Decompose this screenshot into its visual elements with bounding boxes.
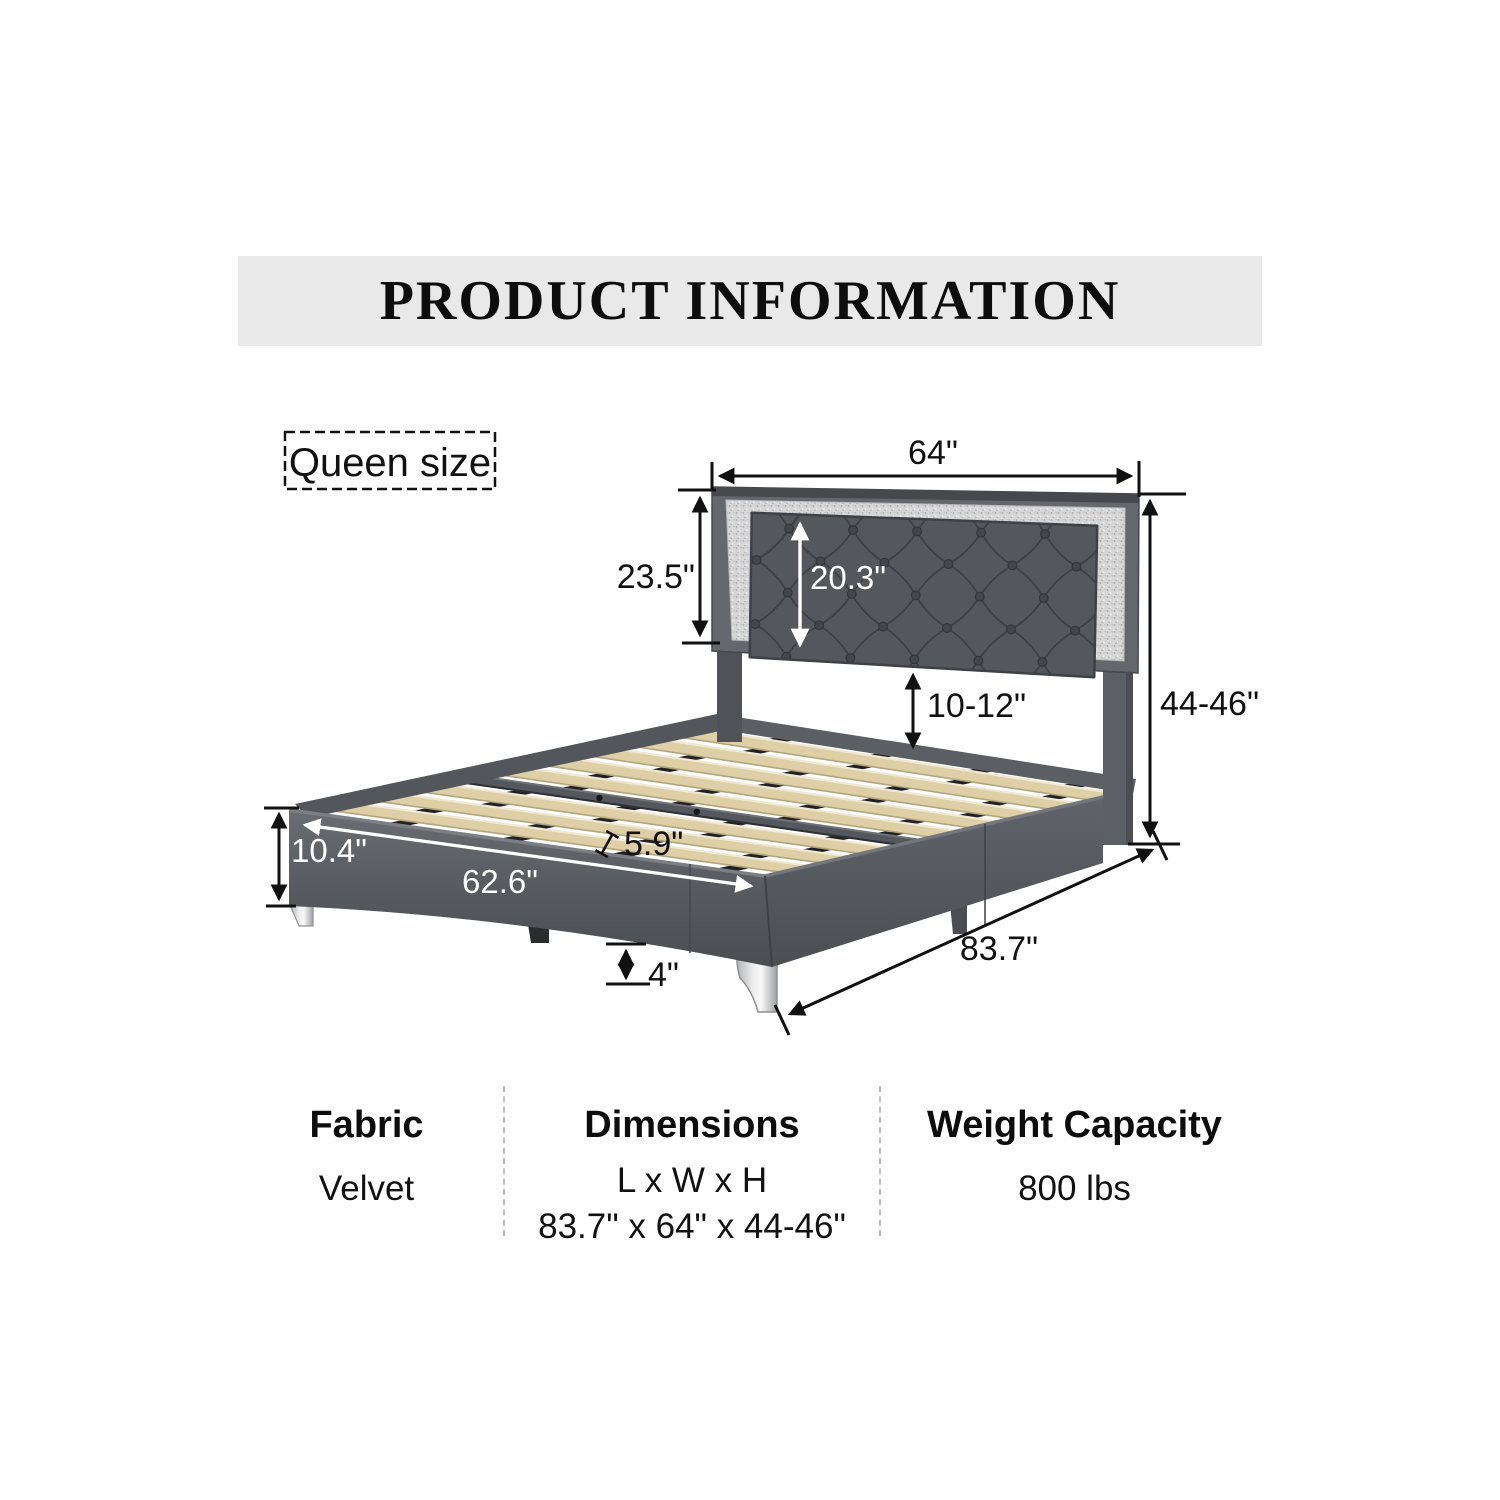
slat-edge [709, 729, 1123, 796]
size-label-box: Queen size [283, 430, 497, 491]
spec-fabric-heading: Fabric [309, 1104, 424, 1146]
dim-rail-height: 10.4" [291, 832, 367, 869]
wood-slat [631, 739, 1082, 810]
slat-edge [584, 754, 1013, 820]
spec-dimensions-value: 83.7" x 64" x 44-46" [538, 1207, 846, 1246]
dim-headboard-clearance: 10-12" [927, 687, 1026, 725]
wood-slat [492, 767, 960, 838]
dim-panel-height: 20.3" [810, 559, 886, 596]
spec-fabric-value: Velvet [318, 1169, 415, 1208]
slat-edge [616, 747, 1041, 814]
slat-edge [569, 757, 1000, 823]
corner-seam [764, 875, 773, 968]
slat-edge [677, 736, 1095, 802]
wood-slat [538, 758, 1000, 829]
spec-fabric: Fabric Velvet [230, 1086, 503, 1236]
specs-section: Fabric Velvet Dimensions L x W x H 83.7"… [230, 1086, 1270, 1246]
spec-weight: Weight Capacity 800 lbs [881, 1086, 1268, 1236]
metal-rail-hole [596, 794, 603, 802]
dim-headboard-height: 23.5" [617, 558, 695, 596]
spec-dimensions: Dimensions L x W x H 83.7" x 64" x 44-46… [503, 1086, 881, 1246]
headboard-frame-top-edge [712, 487, 1139, 503]
spec-dimensions-format: L x W x H [616, 1161, 768, 1200]
slat-edge [441, 782, 888, 849]
dim-inner-width: 62.6" [462, 863, 538, 900]
chrome-leg-front-corner [736, 959, 778, 1013]
headboard-leg-left [717, 648, 742, 742]
page-title: PRODUCT INFORMATION [379, 270, 1121, 332]
spec-dimensions-heading: Dimensions [584, 1104, 800, 1146]
slat-edge [662, 738, 1082, 805]
title-banner: PRODUCT INFORMATION [238, 256, 1262, 346]
panel-height-measure: 20.3" [790, 521, 886, 648]
headboard-leg-right [1103, 668, 1133, 845]
wood-slat [584, 749, 1041, 819]
wood-slat [677, 730, 1122, 801]
dim-leg-height: 4" [648, 956, 679, 994]
slat-edge [523, 766, 960, 833]
headboard [711, 486, 1140, 845]
left-rail-edge [295, 714, 725, 818]
slat-edge [538, 763, 973, 829]
dimension-lines [264, 461, 1186, 1036]
dim-length: 83.7" [960, 930, 1038, 968]
dim-slat-gap: 5.9" [624, 825, 683, 863]
headboard-leg-right-shade [1126, 668, 1133, 845]
spec-weight-value: 800 lbs [1018, 1169, 1131, 1208]
size-label: Queen size [289, 441, 491, 485]
slat-edge [479, 775, 921, 841]
dim-width-top: 64" [908, 434, 958, 472]
dim-total-height: 44-46" [1160, 685, 1259, 723]
head-rail-edge [717, 714, 1136, 794]
slat-edge [453, 780, 899, 846]
spec-weight-heading: Weight Capacity [927, 1104, 1222, 1146]
center-metal-rail [454, 776, 921, 845]
metal-rail-hole [693, 808, 700, 815]
slat-edge [631, 745, 1054, 811]
inner-width-measure: 62.6" 10.4" [291, 818, 754, 900]
slat-edge [491, 772, 932, 839]
headboard-tufting [749, 512, 1098, 678]
